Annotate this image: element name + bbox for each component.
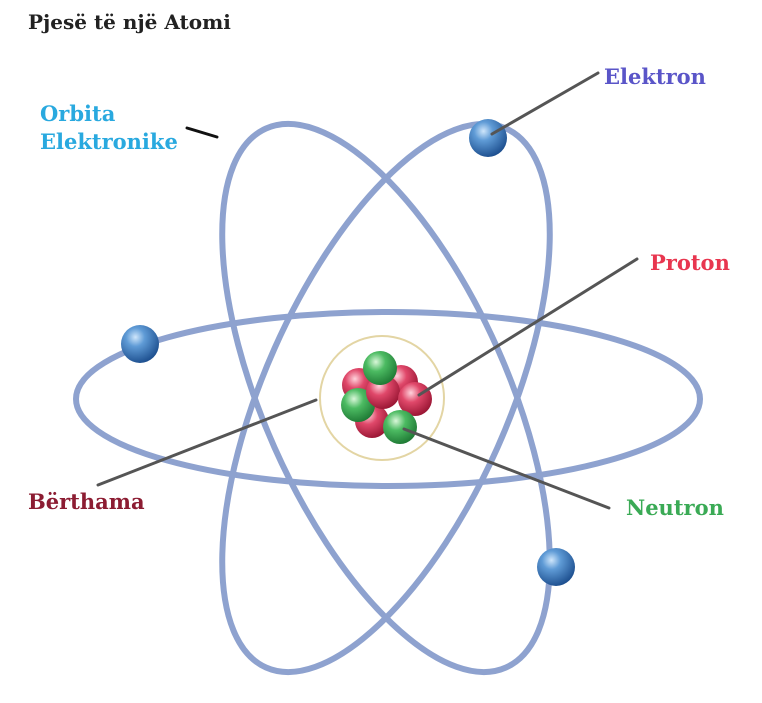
pointer-neutron (402, 427, 611, 510)
nucleus-label: Bërthama (28, 489, 145, 514)
pointer-proton (417, 257, 639, 397)
electrons (121, 119, 575, 586)
pointer-nucleus (96, 398, 318, 487)
diagram-title: Pjesë të një Atomi (28, 10, 231, 34)
pointer-orbit (185, 126, 219, 139)
pointer-lines (96, 71, 639, 510)
nucleus (319, 335, 445, 461)
orbit-label: Orbita Elektronike (40, 100, 178, 156)
pointer-electron (490, 71, 600, 136)
proton-label: Proton (650, 250, 730, 275)
electron-particle (469, 119, 507, 157)
neutron-particle (383, 410, 417, 444)
neutron-particle (363, 351, 397, 385)
orbit-label-line1: Orbita (40, 101, 116, 126)
orbit-label-line2: Elektronike (40, 129, 178, 154)
orbit-tilted-left (219, 120, 553, 676)
orbit-tilted-right (219, 120, 553, 676)
neutron-particle (341, 388, 375, 422)
electron-label: Elektron (604, 64, 706, 89)
electron-particle (121, 325, 159, 363)
orbit-horizontal (73, 309, 703, 489)
electron-orbits (73, 120, 703, 676)
neutron-label: Neutron (626, 495, 724, 520)
electron-particle (537, 548, 575, 586)
